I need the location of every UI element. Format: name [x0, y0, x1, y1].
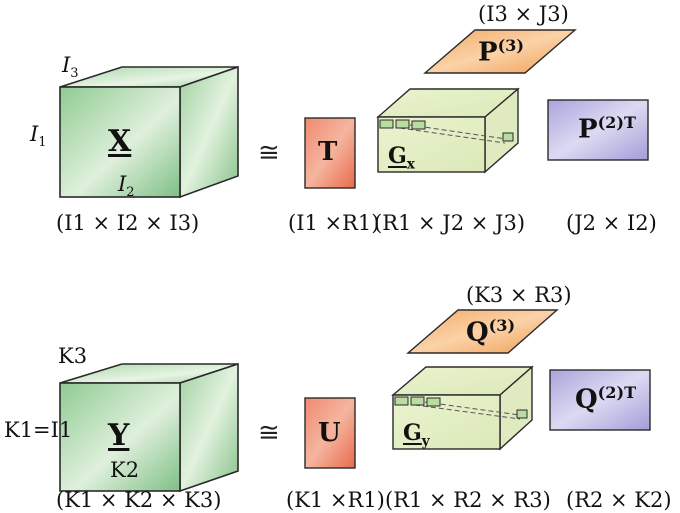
factor-u-size: (K1 ×R1)	[286, 488, 385, 512]
factor-q3-parallelogram	[406, 309, 559, 354]
core-gy-size: (R1 × R2 × R3)	[385, 488, 551, 512]
tensor-x-depth-label: I3	[62, 53, 79, 82]
tensor-y-side-face	[179, 362, 239, 493]
tensor-x-side-face	[179, 65, 239, 199]
tensor-y-front-face	[59, 382, 181, 492]
tensor-y-size: (K1 × K2 × K3)	[56, 488, 222, 512]
core-gy-fiber-line	[424, 401, 528, 417]
core-gx-fiber-line-2	[399, 127, 506, 144]
tensor-x-front-face	[59, 86, 181, 198]
tensor-x-symbol: X	[108, 124, 132, 159]
tensor-x-size: (I1 × I2 × I3)	[56, 211, 200, 235]
factor-t-symbol: T	[318, 137, 338, 167]
factor-q2t-size: (R2 × K2)	[566, 488, 672, 512]
factor-p2t-symbol: P(2)T	[578, 113, 637, 145]
core-gy-cube	[391, 365, 534, 451]
core-gx-cube	[376, 87, 520, 174]
factor-u-symbol: U	[318, 418, 341, 448]
approx-symbol-2: ≅	[258, 418, 280, 448]
tensor-x-rows-label: I1	[30, 122, 47, 151]
factor-p2t-size: (J2 × I2)	[566, 211, 657, 235]
factor-q2t-symbol: Q(2)T	[575, 383, 637, 415]
core-gx-fiber-blocks	[379, 119, 514, 142]
tensor-y-cols-label: K2	[110, 458, 140, 482]
factor-u-rect	[304, 397, 356, 469]
factor-t-size: (I1 ×R1)	[288, 211, 380, 235]
core-gx-front-face	[377, 116, 486, 173]
factor-q2t-rect	[549, 369, 651, 431]
factor-p3-symbol: P(3)	[478, 36, 525, 68]
factor-q3-size: (K3 × R3)	[466, 283, 572, 307]
tensor-y-symbol: Y	[108, 418, 130, 453]
approx-symbol-1: ≅	[258, 138, 280, 168]
core-gx-fiber-line	[409, 124, 514, 141]
core-gy-symbol: Gy	[403, 420, 430, 450]
tensor-x-cols-label: I2	[118, 172, 135, 201]
core-gx-symbol: Gx	[388, 143, 415, 173]
tensor-y-rows-label: K1=I1	[4, 418, 73, 442]
tensor-x-cube	[59, 65, 239, 199]
factor-p3-size: (I3 × J3)	[478, 2, 569, 26]
factor-q3-symbol: Q(3)	[466, 316, 516, 348]
core-gx-size: (R1 × J2 × J3)	[374, 211, 526, 235]
tensor-y-depth-label: K3	[58, 344, 88, 368]
core-gy-fiber-line-2	[414, 404, 521, 420]
core-gy-fiber-blocks	[394, 396, 528, 419]
tensor-y-cube	[59, 362, 239, 493]
factor-p3-parallelogram	[423, 29, 577, 74]
factor-p2t-rect	[547, 99, 649, 161]
factor-t-rect	[304, 117, 356, 189]
